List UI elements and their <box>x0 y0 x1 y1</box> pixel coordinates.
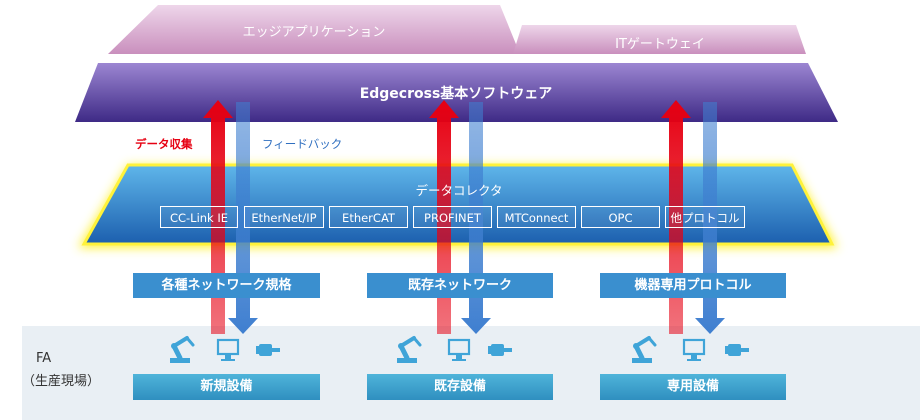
motor-icon <box>725 344 749 356</box>
network-bar-various-standards: 各種ネットワーク規格 <box>133 273 320 298</box>
monitor-icon <box>447 338 471 361</box>
monitor-icon <box>682 338 706 361</box>
base-software-label: Edgecross基本ソフトウェア <box>359 86 553 102</box>
it-gateway-label: ITゲートウェイ <box>615 37 705 52</box>
protocol-mtconnect: MTConnect <box>497 206 576 228</box>
collect-arrow-up <box>203 100 233 334</box>
protocol-ethernet-ip: EtherNet/IP <box>244 206 324 228</box>
data-collector-layer <box>81 163 835 246</box>
feedback-arrow-down <box>228 102 258 334</box>
feedback-label: フィードバック <box>262 137 343 151</box>
fa-sublabel: （生産現場） <box>22 374 101 389</box>
motor-icon <box>256 344 280 356</box>
equipment-bar-dedicated: 専用設備 <box>600 374 786 400</box>
arrows-right <box>661 100 725 334</box>
collect-arrow-up <box>661 100 691 334</box>
fa-label: FA <box>36 351 52 366</box>
motor-icon <box>488 344 512 356</box>
base-software-layer <box>75 63 838 122</box>
robot-arm-icon <box>632 336 657 363</box>
fa-background <box>22 326 920 420</box>
equipment-icons-left <box>170 336 280 363</box>
arrows-middle <box>429 100 491 334</box>
edge-application-label: エッジアプリケーション <box>242 25 386 40</box>
equipment-bar-existing: 既存設備 <box>367 374 553 400</box>
collect-arrow-up <box>429 100 459 334</box>
robot-arm-icon <box>170 336 195 363</box>
arrows-left <box>203 100 258 334</box>
network-bar-existing-network: 既存ネットワーク <box>367 273 553 298</box>
edge-application-layer <box>108 5 520 54</box>
data-collection-label: データ収集 <box>135 137 193 151</box>
it-gateway-layer <box>513 25 806 54</box>
protocol-ethercat: EtherCAT <box>329 206 408 228</box>
feedback-arrow-down <box>695 102 725 334</box>
protocol-cc-link-ie: CC-Link IE <box>160 206 238 228</box>
monitor-icon <box>216 338 240 361</box>
robot-arm-icon <box>397 336 422 363</box>
protocol-other: 他プロトコル <box>665 206 745 228</box>
equipment-bar-new: 新規設備 <box>133 374 320 400</box>
data-collector-title: データコレクタ <box>415 183 503 198</box>
protocol-profinet: PROFINET <box>413 206 492 228</box>
protocol-opc: OPC <box>581 206 660 228</box>
network-bar-device-protocol: 機器専用プロトコル <box>600 273 786 298</box>
feedback-arrow-down <box>461 102 491 334</box>
equipment-icons-right <box>632 336 749 363</box>
equipment-icons-middle <box>397 336 512 363</box>
